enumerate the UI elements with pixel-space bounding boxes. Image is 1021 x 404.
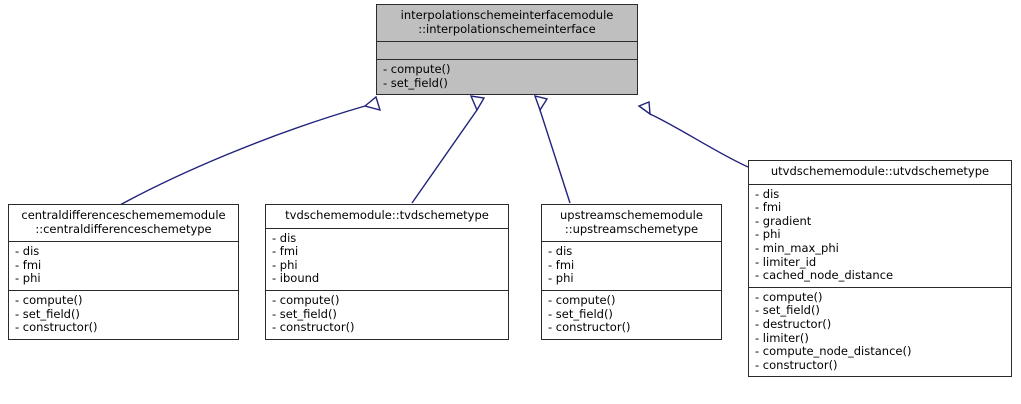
attribute-row: - min_max_phi (755, 240, 839, 255)
class-box-upstreamschemetype[interactable]: upstreamschememodule ::upstreamschemetyp… (541, 204, 722, 340)
method-row: - compute() (272, 292, 340, 307)
attribute-row: - phi (15, 271, 41, 286)
generalization-arrowhead-tvd (469, 95, 486, 112)
class-box-interpolationschemeinterface[interactable]: interpolationschemeinterfacemodule ::int… (376, 4, 638, 96)
class-methods-centraldifferenceschemetype: - compute() - set_field() - constructor(… (9, 289, 238, 339)
method-row: - constructor() (755, 357, 838, 372)
generalization-arrowhead-utvd (637, 100, 651, 116)
class-box-utvdschemetype[interactable]: utvdschememodule::utvdschemetype - dis -… (748, 160, 1012, 378)
generalization-arrowhead-upstream (533, 95, 549, 112)
method-row: - limiter() (755, 330, 809, 345)
method-row: - compute_node_distance() (755, 344, 912, 359)
attribute-row: - cached_node_distance (755, 268, 894, 283)
class-methods-interpolationschemeinterface: - compute() - set_field() (377, 59, 637, 94)
class-box-tvdschemetype[interactable]: tvdschememodule::tvdschemetype - dis - f… (265, 204, 509, 340)
method-row: - set_field() (755, 303, 820, 318)
attribute-row: - phi (755, 227, 781, 242)
class-attributes-upstreamschemetype: - dis - fmi - phi (542, 241, 721, 290)
edge-upstream-to-base (539, 109, 571, 204)
class-title-interpolationschemeinterface: interpolationschemeinterfacemodule ::int… (400, 8, 614, 36)
class-methods-utvdschemetype: - compute() - set_field() - destructor()… (749, 286, 1011, 377)
class-methods-tvdschemetype: - compute() - set_field() - constructor(… (266, 289, 508, 339)
method-row: - compute() (383, 62, 451, 77)
method-row: - set_field() (272, 306, 337, 321)
attribute-row: - dis (548, 244, 573, 259)
attribute-row: - phi (272, 257, 298, 272)
attribute-row: - gradient (755, 213, 812, 228)
class-attributes-utvdschemetype: - dis - fmi - gradient - phi - min_max_p… (749, 183, 1011, 287)
class-attributes-interpolationschemeinterface (377, 41, 637, 59)
attribute-row: - fmi (755, 200, 782, 215)
method-row: - set_field() (383, 75, 448, 90)
attribute-row: - fmi (272, 244, 299, 259)
class-attributes-tvdschemetype: - dis - fmi - phi - ibound (266, 227, 508, 290)
edge-centraldifference-to-base (119, 105, 366, 206)
class-title-tvdschemetype: tvdschememodule::tvdschemetype (285, 208, 489, 222)
edge-tvd-to-base (411, 109, 478, 204)
class-title-utvdschemetype: utvdschememodule::utvdschemetype (770, 164, 990, 178)
method-row: - compute() (548, 292, 616, 307)
class-attributes-centraldifferenceschemetype: - dis - fmi - phi (9, 241, 238, 290)
method-row: - set_field() (548, 306, 613, 321)
attribute-row: - dis (272, 230, 297, 245)
attribute-row: - fmi (15, 257, 42, 272)
method-row: - compute() (15, 292, 83, 307)
attribute-row: - ibound (272, 271, 320, 286)
class-title-upstreamschemetype: upstreamschememodule ::upstreamschemetyp… (560, 208, 703, 236)
attribute-row: - phi (548, 271, 574, 286)
class-box-centraldifferenceschemetype[interactable]: centraldifferenceschemememodule ::centra… (8, 204, 239, 340)
class-title-centraldifferenceschemetype: centraldifferenceschemememodule ::centra… (21, 208, 226, 236)
method-row: - destructor() (755, 316, 832, 331)
attribute-row: - limiter_id (755, 254, 817, 269)
method-row: - constructor() (15, 320, 98, 335)
attribute-row: - fmi (548, 257, 575, 272)
attribute-row: - dis (15, 244, 40, 259)
attribute-row: - dis (755, 186, 780, 201)
class-methods-upstreamschemetype: - compute() - set_field() - constructor(… (542, 289, 721, 339)
method-row: - set_field() (15, 306, 80, 321)
method-row: - compute() (755, 289, 823, 304)
generalization-arrowhead-centraldifference (363, 95, 382, 112)
method-row: - constructor() (548, 320, 631, 335)
edge-utvd-to-base (649, 113, 749, 168)
method-row: - constructor() (272, 320, 355, 335)
